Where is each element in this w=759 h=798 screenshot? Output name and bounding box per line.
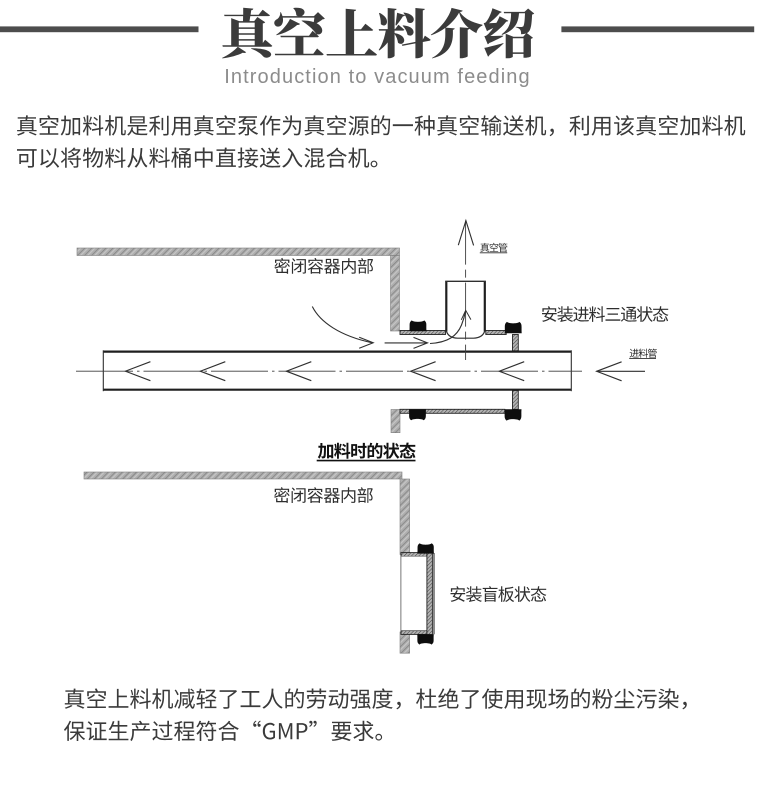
svg-text:Introduction to vacuum feeding: Introduction to vacuum feeding	[224, 66, 531, 88]
